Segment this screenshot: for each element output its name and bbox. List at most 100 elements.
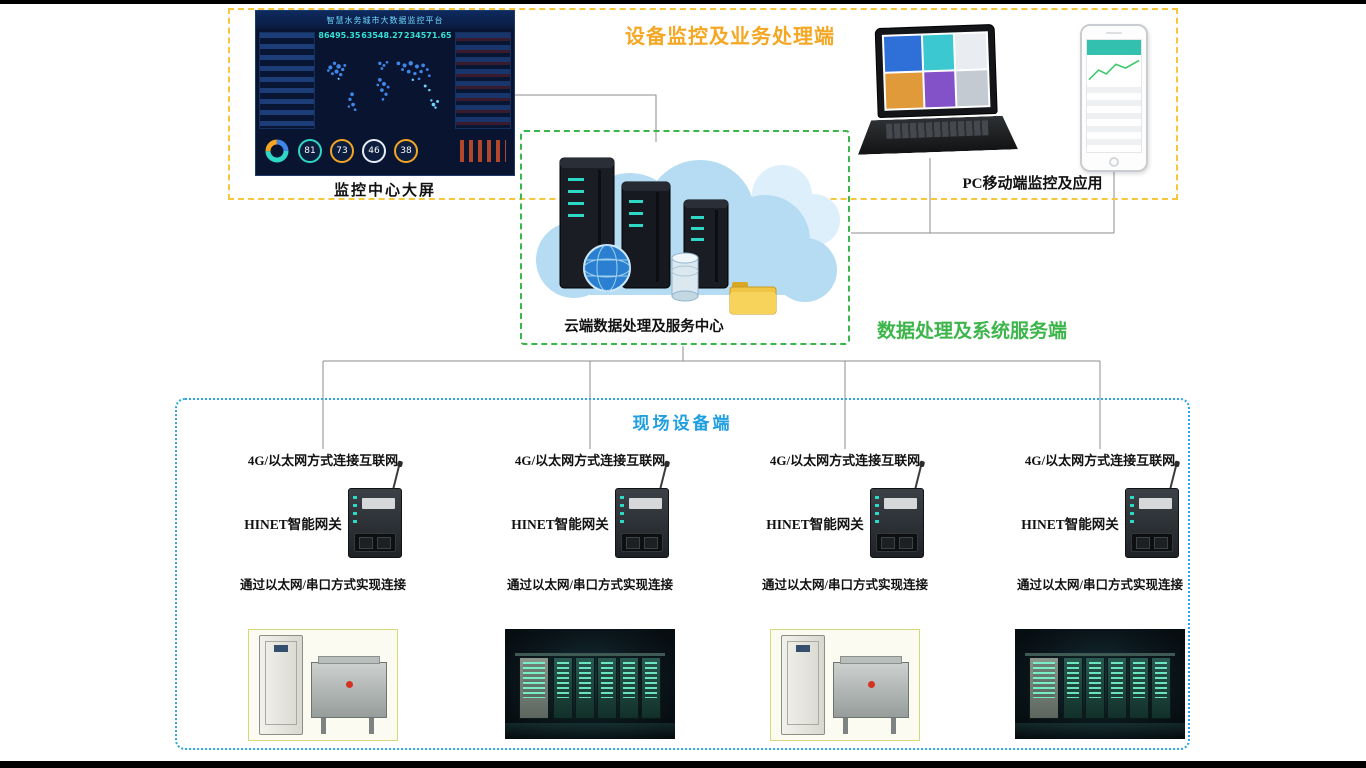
field-section-title: 现场设备端: [632, 414, 733, 433]
screen-block-teal: [922, 34, 955, 71]
dashboard-main: 86495.35 63548.27 234571.65: [256, 29, 514, 132]
top-section-title: 设备监控及业务处理端: [625, 26, 835, 48]
plc-module: [1129, 657, 1149, 719]
gateway-ports: [875, 533, 918, 552]
pc-mobile-caption: PC移动端监控及应用: [962, 176, 1103, 192]
gauge-4-value: 38: [400, 146, 412, 156]
gateway-row: HINET智能网关: [203, 464, 443, 558]
laptop-screen: [874, 23, 998, 119]
gateway-leds: [352, 496, 357, 524]
bottom-black-bar: [0, 761, 1366, 768]
control-box-leg: [891, 718, 896, 734]
dashboard-caption: 监控中心大屏: [333, 183, 436, 199]
tall-cabinet: [259, 635, 303, 735]
gateway-leds: [874, 496, 879, 524]
gateway-leds: [1129, 496, 1134, 524]
plc-equipment: [1015, 629, 1185, 739]
control-box-leg: [369, 718, 374, 734]
gateway-label-strip: [883, 498, 917, 509]
plc-rail: [515, 653, 665, 656]
screen-block-purple: [923, 71, 956, 108]
hinet-gateway-device: [614, 464, 669, 558]
phone-home-button: [1109, 157, 1119, 167]
screen-block-gray: [956, 70, 989, 107]
control-box-leg: [321, 718, 326, 734]
stat-value-1: 86495.35: [318, 31, 361, 40]
plc-rail: [1025, 653, 1175, 656]
phone-screen: [1086, 39, 1142, 153]
laptop-illustration: [854, 23, 1021, 167]
plc-module: [619, 657, 639, 719]
dashboard-bottom-row: 81 73 46 38: [256, 132, 514, 175]
control-box-leg: [843, 718, 848, 734]
connection-label: 通过以太网/串口方式实现连接: [240, 578, 406, 592]
phone-speaker: [1106, 32, 1122, 34]
phone-app-header: [1087, 40, 1141, 55]
plc-module: [1063, 657, 1083, 719]
laptop-screen-content: [881, 31, 991, 111]
gateway-label: HINET智能网关: [511, 517, 609, 532]
plc-module: [641, 657, 661, 719]
cabinet-equipment: [248, 629, 398, 741]
connection-label: 通过以太网/串口方式实现连接: [762, 578, 928, 592]
phone-list-rows: [1087, 87, 1141, 152]
stat-value-2: 63548.27: [361, 31, 404, 40]
plc-module: [1151, 657, 1171, 719]
dashboard-donut-chart: [265, 139, 289, 163]
cloud-caption: 云端数据处理及服务中心: [564, 319, 724, 335]
gauge-1-value: 81: [304, 146, 316, 156]
field-column-2: 4G/以太网方式连接互联网 HINET智能网关 通过以太网/串口方式实现连接: [470, 452, 710, 744]
world-map-dots: [326, 60, 440, 112]
plc-module: [553, 657, 573, 719]
globe-icon: [583, 244, 631, 292]
gateway-leds: [619, 496, 624, 524]
gateway-label: HINET智能网关: [244, 517, 342, 532]
plc-cpu-module: [519, 657, 549, 719]
gateway-row: HINET智能网关: [470, 464, 710, 558]
dashboard-left-panel: [259, 32, 315, 129]
dashboard-right-panel: [455, 32, 511, 129]
gateway-row: HINET智能网关: [725, 464, 965, 558]
phone-line-chart: [1088, 59, 1140, 81]
gauge-3: 46: [362, 139, 386, 163]
dashboard-center: 86495.35 63548.27 234571.65: [318, 29, 452, 132]
gateway-row: HINET智能网关: [980, 464, 1220, 558]
screen-block-white: [955, 33, 988, 70]
hinet-gateway-device: [1124, 464, 1179, 558]
gauge-3-value: 46: [368, 146, 380, 156]
plc-module: [597, 657, 617, 719]
gateway-label: HINET智能网关: [1021, 517, 1119, 532]
screen-block-blue: [883, 35, 922, 72]
gateway-label-strip: [361, 498, 395, 509]
net-label: 4G/以太网方式连接互联网: [1024, 453, 1176, 468]
dashboard-header: 智慧水务城市大数据监控平台: [256, 11, 514, 29]
dashboard-mini-bar-chart: [460, 140, 506, 162]
folder-icon: [729, 282, 777, 315]
gauge-4: 38: [394, 139, 418, 163]
field-column-3: 4G/以太网方式连接互联网 HINET智能网关 通过以太网/串口方式实现连接: [725, 452, 965, 744]
plc-module: [1085, 657, 1105, 719]
plc-cpu-module: [1029, 657, 1059, 719]
laptop-keyboard: [886, 120, 989, 139]
connection-label: 通过以太网/串口方式实现连接: [507, 578, 673, 592]
net-label: 4G/以太网方式连接互联网: [769, 453, 921, 468]
control-box: [833, 656, 909, 718]
dashboard-stats-row: 86495.35 63548.27 234571.65: [318, 29, 452, 40]
field-column-1: 4G/以太网方式连接互联网 HINET智能网关 通过以太网/串口方式实现连接: [203, 452, 443, 744]
connection-label: 通过以太网/串口方式实现连接: [1017, 578, 1183, 592]
control-box: [311, 656, 387, 718]
top-black-bar: [0, 0, 1366, 4]
cloud-servers-illustration: [536, 157, 840, 315]
gauge-1: 81: [298, 139, 322, 163]
gateway-label-strip: [1138, 498, 1172, 509]
gauge-2-value: 73: [336, 146, 348, 156]
hinet-gateway-device: [347, 464, 402, 558]
field-section-frame: [175, 398, 1190, 750]
screen-block-orange: [885, 72, 924, 109]
hinet-gateway-device: [869, 464, 924, 558]
dashboard-title: 智慧水务城市大数据监控平台: [326, 15, 444, 25]
cloud-section-frame: 云端数据处理及服务中心: [520, 130, 850, 345]
gateway-ports: [353, 533, 396, 552]
